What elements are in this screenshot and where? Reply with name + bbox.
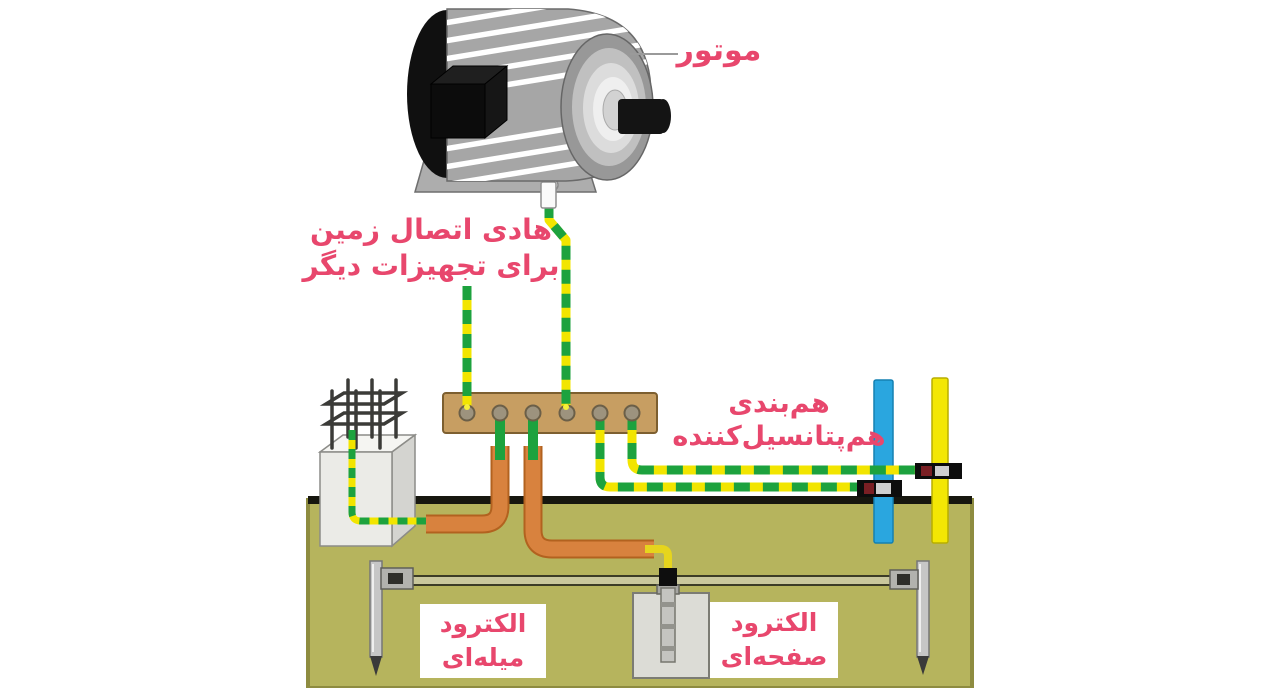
wire-tip (464, 404, 470, 410)
copper-earth-wires (426, 446, 672, 572)
busbar-drop-wires (495, 416, 538, 460)
foundation-earth-wire (348, 430, 430, 525)
gas-pipe (931, 377, 949, 544)
motor-illustration (407, 8, 678, 209)
rod-electrode-label: الکترود میله‌ای (420, 604, 546, 678)
earthing-conductor-label: هادی اتصال زمین برای تجهیزات دیگر (296, 212, 566, 284)
motor-shaft (618, 99, 671, 134)
water-pipe-clamp (857, 480, 902, 497)
gas-pipe-clamp (915, 463, 962, 479)
rod-electrode-right (889, 560, 930, 675)
plate-electrode-label-line1: الکترود (730, 607, 818, 637)
copper-wire-right (525, 446, 654, 557)
copper-wire-left (426, 446, 508, 532)
water-pipe (873, 379, 894, 544)
bonding-wires (595, 414, 930, 492)
rod-electrode-left (369, 560, 414, 676)
bonding-label-line1: هم‌بندی (728, 388, 830, 419)
bonding-label-line2: هم‌پتانسیل‌کننده (672, 420, 886, 452)
plate-electrode-label: الکترود صفحه‌ای (710, 602, 838, 678)
rebar-cage (319, 378, 409, 450)
foundation-electrode (317, 378, 430, 548)
rod-electrode-label-line1: الکترود (439, 608, 527, 638)
motor-junction-box (429, 64, 509, 140)
ground-surface-line (308, 496, 972, 504)
plate-electrode-clamp (659, 568, 677, 586)
plate-electrode (632, 584, 710, 679)
plate-electrode-label-line2: صفحه‌ای (720, 642, 828, 671)
buried-conductor-strip (409, 575, 896, 586)
yellow-connector (645, 545, 672, 572)
motor-label: موتور (676, 33, 762, 68)
earthing-conductor-label-line1: هادی اتصال زمین (309, 213, 553, 246)
earthing-conductor-label-line2: برای تجهیزات دیگر (302, 248, 560, 282)
wire-tip (563, 404, 569, 410)
motor-earth-terminal (540, 181, 557, 209)
bonding-label: هم‌بندی هم‌پتانسیل‌کننده (668, 388, 890, 454)
rod-electrode-label-line2: میله‌ای (441, 643, 525, 672)
earth-wires-upper (462, 204, 571, 410)
